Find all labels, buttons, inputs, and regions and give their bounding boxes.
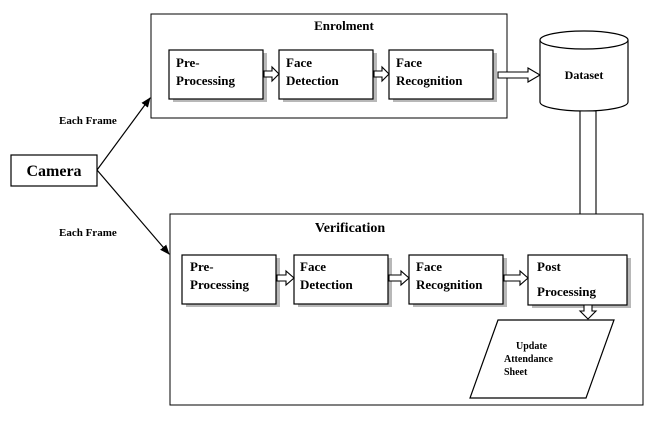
dataset-top (539, 30, 629, 50)
verification-step-box (293, 254, 389, 305)
dataset-label: Dataset (565, 68, 604, 82)
edge-label-top: Each Frame (59, 115, 117, 127)
output-line2: Attendance (504, 354, 553, 365)
verification-group: Verification Pre- Processing Face Detect… (169, 213, 644, 406)
camera-box (10, 154, 98, 187)
step-label-line1: Face (416, 259, 442, 274)
enrolment-group: Enrolment Pre- Processing Face Detection… (150, 13, 508, 119)
step-label-line1: Pre- (190, 259, 214, 274)
step-label-line2: Detection (300, 277, 353, 292)
step-label-line2: Processing (537, 284, 596, 299)
to-dataset-arrow (497, 67, 542, 83)
enrolment-title: Enrolment (314, 18, 374, 33)
step-label-line1: Pre- (176, 55, 200, 70)
verification-arrow-3 (503, 269, 529, 287)
step-label-line2: Recognition (416, 277, 483, 292)
output-line1: Update (516, 341, 548, 352)
enrolment-step-preprocessing: Pre- Processing (168, 49, 267, 102)
verification-step-face-detection: Face Detection (293, 254, 392, 307)
enrolment-arrow-2 (373, 65, 390, 83)
enrolment-step-face-recognition: Face Recognition (388, 49, 497, 102)
step-label-line1: Face (286, 55, 312, 70)
step-label-line2: Detection (286, 73, 339, 88)
dataset-cylinder: Dataset (539, 30, 629, 112)
output-parallelogram (469, 319, 615, 399)
verification-step-post-processing: Post Processing (527, 254, 631, 308)
enrolment-step-box (278, 49, 374, 100)
verification-step-box (527, 254, 628, 306)
enrolment-arrow-1 (263, 65, 280, 83)
enrolment-step-box (168, 49, 264, 100)
verification-arrow-2 (388, 269, 410, 287)
edge-label-bottom: Each Frame (59, 227, 117, 239)
step-label-line1: Face (300, 259, 326, 274)
verification-step-face-recognition: Face Recognition (408, 254, 507, 307)
step-label-line1: Post (537, 259, 562, 274)
enrolment-step-box (388, 49, 494, 100)
verification-step-box (408, 254, 504, 305)
step-label-line2: Processing (176, 73, 235, 88)
verification-arrow-1 (276, 269, 295, 287)
verification-step-preprocessing: Pre- Processing (181, 254, 280, 307)
camera-label: Camera (26, 163, 81, 180)
verification-step-box (181, 254, 277, 305)
step-label-line2: Processing (190, 277, 249, 292)
enrolment-step-face-detection: Face Detection (278, 49, 377, 102)
post-to-output-arrow (578, 304, 598, 320)
output-update-attendance-sheet: Update Attendance Sheet (469, 319, 615, 399)
camera-to-verification-edge (96, 169, 170, 255)
camera-to-enrolment-edge (96, 97, 151, 171)
step-label-line2: Recognition (396, 73, 463, 88)
step-label-line1: Face (396, 55, 422, 70)
verification-title: Verification (315, 221, 385, 236)
camera-node: Camera (10, 154, 98, 187)
output-line3: Sheet (504, 367, 528, 378)
